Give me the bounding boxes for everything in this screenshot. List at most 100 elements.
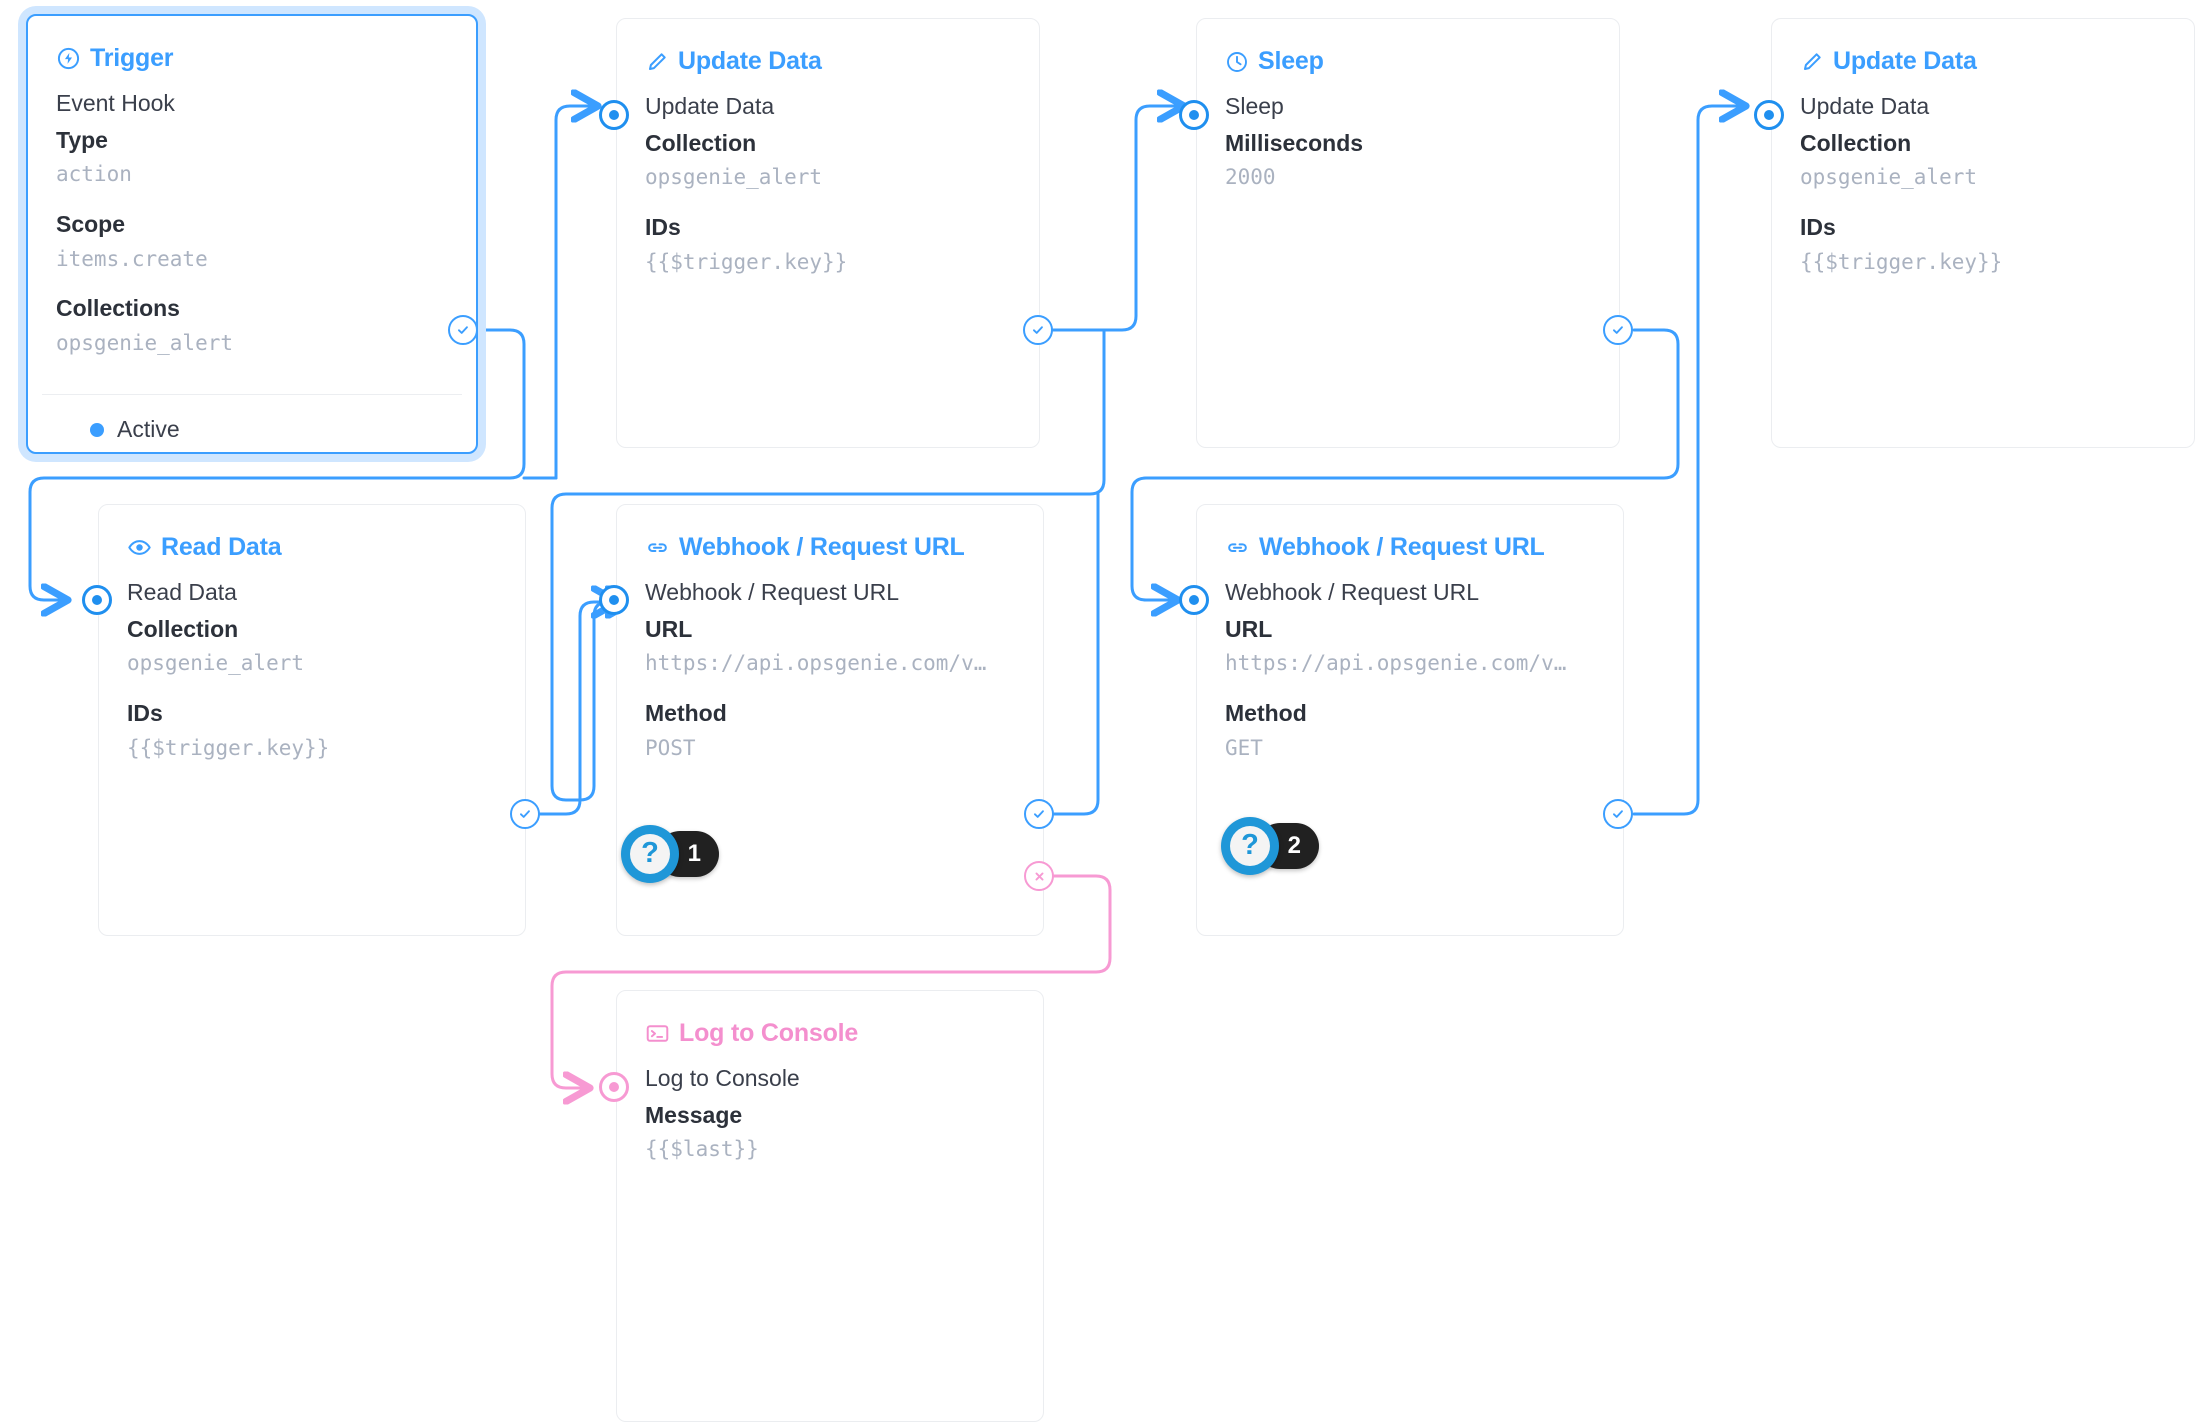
output-port-success-webhook-get[interactable] <box>1603 799 1633 829</box>
node-body-webhook-post: Webhook / Request URL URL https://api.op… <box>617 562 1043 765</box>
node-row-name: Webhook / Request URL <box>645 579 899 605</box>
node-header-webhook-post: Webhook / Request URL <box>617 505 1043 562</box>
node-card-webhook-post[interactable]: Webhook / Request URL Webhook / Request … <box>616 504 1044 936</box>
input-port-update-data-1[interactable] <box>599 100 629 130</box>
help-badge-webhook-get[interactable]: 2 ? <box>1221 817 1319 875</box>
node-card-update-data-1[interactable]: Update Data Update Data Collection opsge… <box>616 18 1040 448</box>
node-body-update-data-1: Update Data Collection opsgenie_alert ID… <box>617 76 1039 279</box>
field-label-ids: IDs <box>127 699 163 726</box>
field-label-ids: IDs <box>1800 213 1836 240</box>
output-port-error-webhook-post[interactable] <box>1024 861 1054 891</box>
node-card-sleep[interactable]: Sleep Sleep Milliseconds 2000 <box>1196 18 1620 448</box>
node-card-trigger[interactable]: Trigger Event Hook Type action Scope ite… <box>26 14 478 454</box>
node-row-name: Update Data <box>645 93 775 119</box>
help-question-glyph: ? <box>1230 826 1270 866</box>
node-card-read-data[interactable]: Read Data Read Data Collection opsgenie_… <box>98 504 526 936</box>
field-label-url: URL <box>1225 615 1273 642</box>
field-label-method: Method <box>645 699 727 726</box>
output-port-success-sleep[interactable] <box>1603 315 1633 345</box>
node-row-name: Log to Console <box>645 1065 800 1091</box>
field-label-ids: IDs <box>645 213 681 240</box>
node-header-read-data: Read Data <box>99 505 525 562</box>
node-header-update-data-2: Update Data <box>1772 19 2194 76</box>
field-label-url: URL <box>645 615 693 642</box>
node-body-update-data-2: Update Data Collection opsgenie_alert ID… <box>1772 76 2194 279</box>
node-header-log-to-console: Log to Console <box>617 991 1043 1048</box>
card-divider <box>42 394 462 395</box>
field-value-ids: {{$trigger.key}} <box>127 735 330 760</box>
field-value-method: GET <box>1225 735 1263 760</box>
node-row-name: Update Data <box>1800 93 1930 119</box>
output-port-success-update-data-1[interactable] <box>1023 315 1053 345</box>
field-label-type: Type <box>56 126 108 153</box>
input-port-update-data-2[interactable] <box>1754 100 1784 130</box>
node-header-label: Read Data <box>161 533 282 561</box>
field-label-method: Method <box>1225 699 1307 726</box>
help-question-icon: ? <box>621 825 679 883</box>
status-badge-active: Active <box>90 416 180 443</box>
eye-icon <box>127 535 152 560</box>
output-port-success-trigger[interactable] <box>448 315 478 345</box>
link-icon <box>645 535 670 560</box>
field-value-collection: opsgenie_alert <box>127 651 305 676</box>
field-value-ids: {{$trigger.key}} <box>1800 249 2003 274</box>
node-card-log-to-console[interactable]: Log to Console Log to Console Message {{… <box>616 990 1044 1422</box>
node-body-log-to-console: Log to Console Message {{$last}} <box>617 1048 1043 1167</box>
node-row-name: Webhook / Request URL <box>1225 579 1479 605</box>
field-value-message: {{$last}} <box>645 1137 759 1162</box>
bolt-circle-icon <box>56 46 81 71</box>
node-body-read-data: Read Data Collection opsgenie_alert IDs … <box>99 562 525 765</box>
input-port-read-data[interactable] <box>82 585 112 615</box>
terminal-icon <box>645 1021 670 1046</box>
field-value-type: action <box>56 162 132 187</box>
output-port-success-webhook-post[interactable] <box>1024 799 1054 829</box>
field-value-collections: opsgenie_alert <box>56 330 234 355</box>
field-label-collection: Collection <box>127 615 239 642</box>
field-value-collection: opsgenie_alert <box>645 165 823 190</box>
field-label-message: Message <box>645 1101 743 1128</box>
node-header-label: Update Data <box>678 47 822 75</box>
clock-icon <box>1225 50 1249 74</box>
status-label: Active <box>117 416 180 442</box>
node-header-update-data-1: Update Data <box>617 19 1039 76</box>
input-port-webhook-get[interactable] <box>1179 585 1209 615</box>
field-label-collection: Collection <box>645 129 757 156</box>
field-value-milliseconds: 2000 <box>1225 165 1276 190</box>
node-header-label: Trigger <box>90 44 174 72</box>
field-label-collection: Collection <box>1800 129 1912 156</box>
field-value-url: https://api.opsgenie.com/v… <box>1225 651 1567 676</box>
node-card-webhook-get[interactable]: Webhook / Request URL Webhook / Request … <box>1196 504 1624 936</box>
field-label-collections: Collections <box>56 295 180 322</box>
node-header-label: Webhook / Request URL <box>1259 533 1545 561</box>
node-header-webhook-get: Webhook / Request URL <box>1197 505 1623 562</box>
node-card-update-data-2[interactable]: Update Data Update Data Collection opsge… <box>1771 18 2195 448</box>
node-header-label: Log to Console <box>679 1019 859 1047</box>
node-header-label: Update Data <box>1833 47 1977 75</box>
help-badge-webhook-post[interactable]: 1 ? <box>621 825 719 883</box>
help-question-glyph: ? <box>630 834 670 874</box>
node-row-name: Sleep <box>1225 93 1284 119</box>
node-row-name: Read Data <box>127 579 237 605</box>
link-icon <box>1225 535 1250 560</box>
node-body-webhook-get: Webhook / Request URL URL https://api.op… <box>1197 562 1623 765</box>
node-header-sleep: Sleep <box>1197 19 1619 76</box>
input-port-sleep[interactable] <box>1179 100 1209 130</box>
field-value-ids: {{$trigger.key}} <box>645 249 848 274</box>
field-label-scope: Scope <box>56 210 126 237</box>
node-body-sleep: Sleep Milliseconds 2000 <box>1197 76 1619 195</box>
node-body-trigger: Event Hook Type action Scope items.creat… <box>28 73 476 360</box>
field-value-collection: opsgenie_alert <box>1800 165 1978 190</box>
help-question-icon: ? <box>1221 817 1279 875</box>
pencil-icon <box>1800 50 1824 74</box>
field-value-method: POST <box>645 735 696 760</box>
field-value-scope: items.create <box>56 246 208 271</box>
input-port-log-to-console[interactable] <box>599 1072 629 1102</box>
node-header-label: Sleep <box>1258 47 1324 75</box>
input-port-webhook-post[interactable] <box>599 585 629 615</box>
node-header-trigger: Trigger <box>28 16 476 73</box>
output-port-success-read-data[interactable] <box>510 799 540 829</box>
field-label-milliseconds: Milliseconds <box>1225 129 1364 156</box>
pencil-icon <box>645 50 669 74</box>
node-header-label: Webhook / Request URL <box>679 533 965 561</box>
